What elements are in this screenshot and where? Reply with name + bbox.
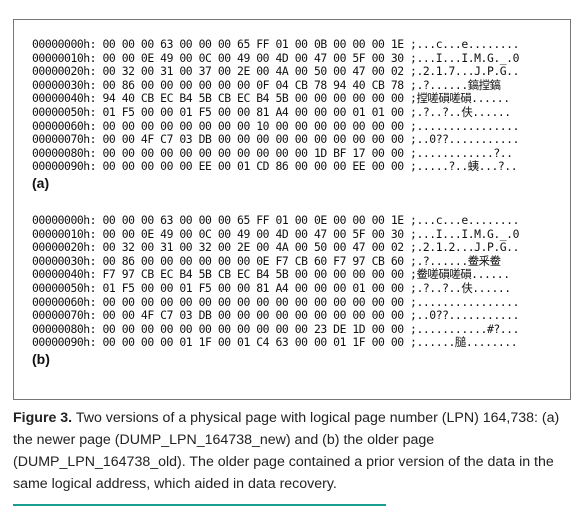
hex-line: 00000060h: 00 00 00 00 00 00 00 00 00 00… [32,294,519,309]
panel-label-b: (b) [32,350,50,367]
hex-line: 00000080h: 00 00 00 00 00 00 00 00 00 00… [32,321,519,336]
hex-line: 00000020h: 00 32 00 31 00 32 00 2E 00 4A… [32,240,519,255]
hex-line: 00000070h: 00 00 4F C7 03 DB 00 00 00 00… [32,132,519,147]
caption-text: Two versions of a physical page with log… [13,410,560,492]
hex-dump-panel-b: 00000000h: 00 00 00 63 00 00 00 65 FF 01… [32,213,519,367]
hex-line: 00000090h: 00 00 00 00 01 1F 00 01 C4 63… [32,335,518,350]
figure-caption: Figure 3. Two versions of a physical pag… [13,407,575,495]
hex-line: 00000000h: 00 00 00 63 00 00 00 65 FF 01… [32,213,519,227]
hex-line: 00000030h: 00 86 00 00 00 00 00 00 0F 04… [32,77,501,92]
hex-line: 00000030h: 00 86 00 00 00 00 00 00 0E F7… [32,253,501,268]
hex-line: 00000070h: 00 00 4F C7 03 DB 00 00 00 00… [32,308,519,323]
hex-line: 00000000h: 00 00 00 63 00 00 00 65 FF 01… [32,37,519,51]
hex-line: 00000010h: 00 00 0E 49 00 0C 00 49 00 4D… [32,226,519,241]
caption-accent-rule [13,504,386,506]
hex-dump-panel-a: 00000000h: 00 00 00 63 00 00 00 65 FF 01… [32,37,519,191]
caption-figure-label: Figure 3. [13,410,73,426]
figure-frame: 00000000h: 00 00 00 63 00 00 00 65 FF 01… [13,19,571,400]
panel-label-a: (a) [32,174,50,191]
hex-line: 00000050h: 01 F5 00 00 01 F5 00 00 81 A4… [32,104,511,119]
hex-line: 00000080h: 00 00 00 00 00 00 00 00 00 00… [32,145,513,160]
hex-line: 00000010h: 00 00 0E 49 00 0C 00 49 00 4D… [32,50,519,65]
hex-line: 00000090h: 00 00 00 00 00 EE 00 01 CD 86… [32,159,518,174]
hex-line: 00000060h: 00 00 00 00 00 00 00 00 10 00… [32,118,519,133]
hex-line: 00000020h: 00 32 00 31 00 37 00 2E 00 4A… [32,64,519,79]
hex-line: 00000040h: 94 40 CB EC B4 5B CB EC B4 5B… [32,91,510,106]
hex-line: 00000050h: 01 F5 00 00 01 F5 00 00 81 A4… [32,280,511,295]
hex-line: 00000040h: F7 97 CB EC B4 5B CB EC B4 5B… [32,267,510,282]
